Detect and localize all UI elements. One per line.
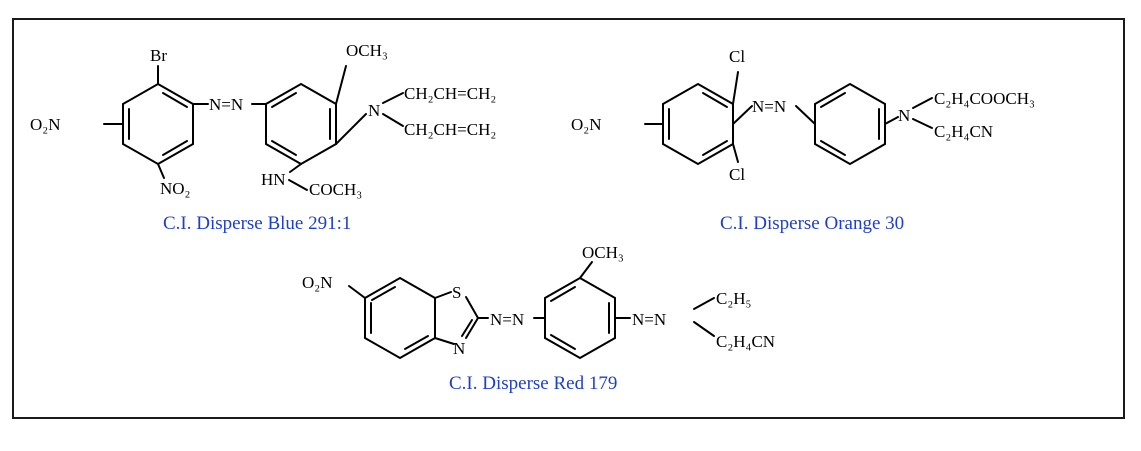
- bond-allyl1: [382, 92, 404, 104]
- label-n-orange: N: [898, 106, 910, 125]
- benzene-ring-center-red: [544, 276, 616, 360]
- label-allyl1: CH₂CH=CH₂: [404, 84, 496, 103]
- caption-disperse-orange: C.I. Disperse Orange 30: [720, 213, 904, 234]
- benzene-ring-right-orange: [814, 82, 886, 166]
- bond-amine-blue: [335, 113, 367, 145]
- label-azo2: N=N: [632, 310, 666, 329]
- bond-amine-orange: [884, 116, 899, 125]
- label-br: Br: [150, 46, 167, 65]
- label-azo-orange: N=N: [752, 97, 786, 116]
- label-azo1: N=N: [490, 310, 524, 329]
- bond-azo-right-orange: [795, 105, 816, 125]
- bond-ester-chain: [912, 97, 933, 109]
- label-ethyl: C₂H₅: [716, 289, 752, 308]
- molecule-disperse-red-179: O₂N S N N=N OCH₃ N=N C₂H₅ C₂H₄CN C.I. Di…: [302, 243, 775, 394]
- bond-cyano-chain-orange: [912, 118, 933, 129]
- bond-amide: [289, 163, 302, 173]
- label-o2n-red: O₂N: [302, 273, 332, 292]
- benzene-ring-left-orange: [662, 82, 734, 166]
- label-och3-blue: OCH₃: [346, 41, 388, 60]
- label-no2-blue: NO₂: [160, 179, 190, 198]
- bond-och3-red: [579, 261, 593, 279]
- label-o2n-orange: O₂N: [571, 115, 601, 134]
- label-allyl2: CH₂CH=CH₂: [404, 120, 496, 139]
- label-n-blue: N: [368, 101, 380, 120]
- bond-cl-bottom: [732, 143, 739, 163]
- label-hn: HN: [261, 170, 286, 189]
- thiazole-ring: [434, 291, 479, 345]
- caption-disperse-blue: C.I. Disperse Blue 291:1: [163, 213, 351, 234]
- benzene-ring-left-blue: [122, 82, 194, 166]
- label-cl-bottom: Cl: [729, 165, 745, 184]
- label-o2n-blue: O₂N: [30, 115, 60, 134]
- bond-hn-coch3: [288, 179, 308, 191]
- caption-disperse-red: C.I. Disperse Red 179: [449, 373, 617, 394]
- benzene-ring-right-blue: [265, 82, 337, 166]
- label-cyano-red: C₂H₄CN: [716, 332, 775, 351]
- bond-azo-left-orange: [732, 105, 753, 125]
- bond-och3-blue: [335, 65, 347, 105]
- bond-nitro-red: [348, 285, 366, 299]
- label-cyano-orange: C₂H₄CN: [934, 122, 993, 141]
- bond-no2-blue: [157, 163, 165, 179]
- label-azo-blue: N=N: [209, 95, 243, 114]
- molecule-disperse-blue-291-1: O₂N Br NO₂ N=N OCH₃ N CH₂CH=CH₂ CH₂CH=CH…: [30, 41, 496, 234]
- label-coch3: COCH₃: [309, 180, 362, 199]
- benzene-ring-benzothiazole: [364, 276, 436, 360]
- label-n-ring: N: [453, 339, 465, 358]
- bond-allyl2: [382, 113, 404, 127]
- bond-ethyl: [693, 297, 715, 310]
- label-och3-red: OCH₃: [582, 243, 624, 262]
- label-s: S: [452, 283, 461, 302]
- molecule-disperse-orange-30: O₂N Cl Cl N=N N C₂H₄COOCH₃ C₂H₄CN C.I. D…: [571, 47, 1035, 234]
- bond-cyano-chain-red: [693, 321, 715, 337]
- bond-cl-top: [732, 71, 739, 105]
- label-cl-top: Cl: [729, 47, 745, 66]
- label-ester: C₂H₄COOCH₃: [934, 89, 1035, 108]
